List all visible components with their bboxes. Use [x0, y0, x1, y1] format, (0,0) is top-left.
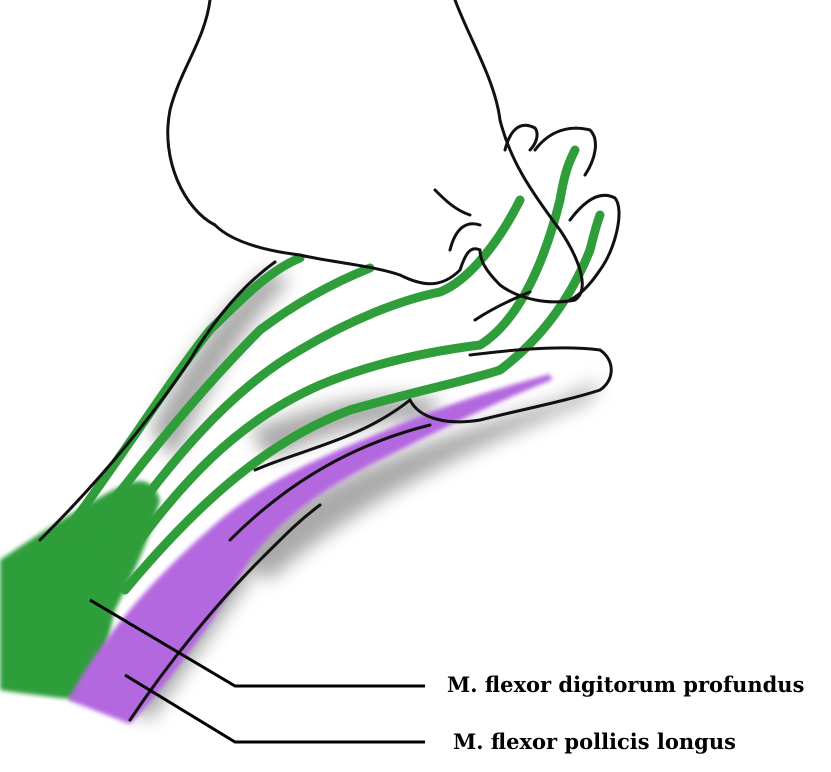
label-flexor-pollicis-longus: M. flexor pollicis longus [453, 729, 736, 754]
flexor-pollicis-longus-muscle [68, 374, 552, 724]
leader-line-profundus [89, 598, 425, 688]
leader-line-pollicis [124, 673, 425, 744]
outline [38, 0, 621, 722]
label-flexor-digitorum-profundus: M. flexor digitorum profundus [447, 672, 805, 697]
